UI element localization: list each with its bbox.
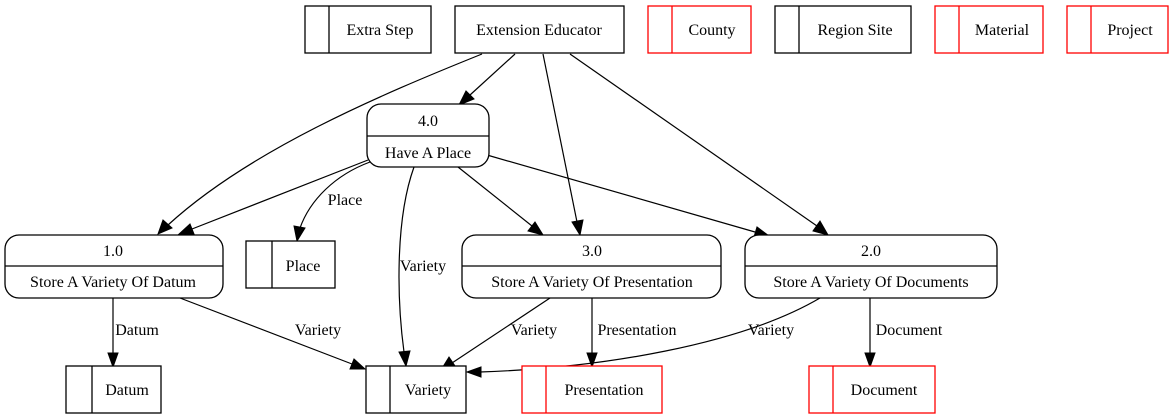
store-variety: Variety [365, 365, 467, 414]
process-4-0-id: 4.0 [418, 113, 438, 130]
store-variety-label: Variety [405, 382, 451, 399]
arrow-educator-to-p1 [157, 219, 173, 235]
process-3-0: 3.0 Store A Variety Of Presentation [461, 234, 722, 299]
edge-label-document: Document [876, 322, 943, 339]
arrow-educator-to-p2 [812, 220, 830, 236]
store-place: Place [245, 240, 336, 289]
process-3-0-id: 3.0 [582, 243, 602, 260]
entity-extension-educator: Extension Educator [454, 5, 625, 54]
edge-p4-to-p1 [191, 159, 369, 230]
material-label: Material [975, 22, 1030, 39]
store-project: Project [1066, 5, 1169, 54]
arrow-p2-to-document [864, 352, 876, 369]
extra-step-label: Extra Step [346, 22, 413, 39]
process-1-0: 1.0 Store A Variety Of Datum [4, 234, 224, 299]
arrow-p4-to-place [293, 225, 306, 243]
edge-label-variety-p2: Variety [748, 322, 794, 339]
process-4-0: 4.0 Have A Place [366, 103, 490, 168]
edge-label-variety-p4: Variety [400, 258, 446, 275]
edge-p4-to-variety [398, 166, 415, 353]
project-label: Project [1107, 22, 1153, 39]
edge-p4-to-p3 [457, 166, 533, 227]
arrow-educator-to-p4 [457, 90, 475, 106]
process-3-0-name: Store A Variety Of Presentation [491, 274, 692, 291]
process-2-0-id: 2.0 [861, 243, 881, 260]
store-place-label: Place [286, 258, 321, 275]
process-2-0-name: Store A Variety Of Documents [773, 274, 968, 291]
arrow-p4-to-variety [398, 350, 411, 368]
edge-label-variety-p1: Variety [295, 322, 341, 339]
arrow-p1-to-datum [107, 352, 119, 369]
edge-label-place: Place [328, 192, 363, 209]
process-4-0-name: Have A Place [385, 145, 471, 162]
store-material: Material [934, 5, 1044, 54]
store-presentation-label: Presentation [564, 382, 643, 399]
edge-p3-to-variety [451, 297, 551, 364]
store-datum-label: Datum [105, 382, 149, 399]
edge-label-presentation: Presentation [597, 322, 676, 339]
store-document-label: Document [851, 382, 918, 399]
edge-p4-to-place [299, 161, 371, 229]
edge-educator-to-p4 [469, 53, 516, 96]
process-1-0-id: 1.0 [103, 243, 123, 260]
store-region-site: Region Site [774, 5, 912, 54]
edge-label-variety-p3: Variety [511, 322, 557, 339]
store-county: County [647, 5, 752, 54]
store-datum: Datum [65, 365, 162, 414]
region-site-label: Region Site [817, 22, 892, 39]
process-1-0-name: Store A Variety Of Datum [30, 274, 196, 291]
extension-educator-label: Extension Educator [476, 22, 602, 39]
store-extra-step: Extra Step [304, 5, 432, 54]
edge-educator-to-p1 [167, 53, 483, 226]
arrow-p4-to-p3 [527, 221, 545, 236]
county-label: County [688, 22, 735, 39]
edge-educator-to-p2 [569, 53, 818, 227]
edge-p1-to-variety [179, 297, 353, 365]
arrow-p4-to-p1 [176, 223, 195, 236]
arrow-p1-to-variety [349, 358, 367, 370]
store-document: Document [808, 365, 936, 414]
arrow-p3-to-presentation [586, 352, 598, 369]
store-presentation: Presentation [521, 365, 663, 414]
arrow-educator-to-p3 [571, 219, 584, 237]
edge-educator-to-p3 [542, 53, 578, 223]
process-2-0: 2.0 Store A Variety Of Documents [744, 234, 998, 299]
edge-p4-to-p2 [486, 154, 756, 233]
edge-label-datum: Datum [115, 322, 159, 339]
arrow-p2-to-variety [465, 366, 482, 378]
